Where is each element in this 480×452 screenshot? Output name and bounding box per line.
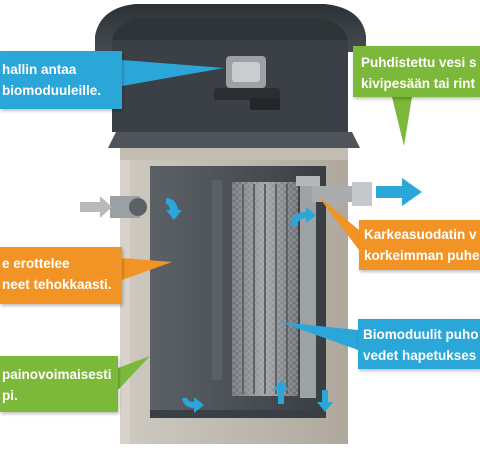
callout-line: pi. <box>2 388 18 403</box>
inlet-arrow-icon <box>80 196 112 218</box>
flow-arrow-icon <box>290 207 316 226</box>
flow-arrow-icon <box>182 397 204 413</box>
callout-line: Biomoduulit puho <box>363 327 479 342</box>
inlet-pipe <box>110 196 147 218</box>
flow-arrow-icon <box>317 390 333 412</box>
callout-gravity-flow: painovoimaisesti pi. <box>0 356 118 412</box>
callout-pointer <box>318 196 359 250</box>
air-unit <box>214 56 280 110</box>
callout-coarse-filter: Karkeasuodatin v korkeimman puhe <box>359 220 480 270</box>
callout-biomodules: Biomoduulit puho vedet hapetukses <box>358 319 480 369</box>
callout-pointer <box>280 322 358 350</box>
outlet-pipe <box>296 176 372 398</box>
callout-line: Karkeasuodatin v <box>364 227 477 242</box>
divider-wall <box>212 180 222 380</box>
flow-arrow-icon <box>166 198 182 220</box>
callout-line: korkeimman puhe <box>364 248 480 263</box>
callout-line: biomoduuleille. <box>2 83 102 98</box>
callout-line: kivipesään tai rint <box>361 76 476 91</box>
callout-line: Puhdistettu vesi s <box>361 55 477 70</box>
callout-air-supply: hallin antaa biomoduuleille. <box>0 51 122 109</box>
callout-treated-water: Puhdistettu vesi s kivipesään tai rint <box>353 46 480 97</box>
callout-line: hallin antaa <box>2 62 77 77</box>
flow-arrow-icon <box>273 380 289 404</box>
callout-pointer <box>392 97 412 146</box>
callout-pointer <box>118 356 150 390</box>
outlet-arrow-icon <box>376 178 422 206</box>
callout-pointer <box>122 258 172 280</box>
callout-separation: e erottelee neet tehokkaasti. <box>0 247 122 304</box>
biomodule-stack <box>232 182 298 396</box>
callout-line: vedet hapetukses <box>363 348 477 363</box>
callout-line: painovoimaisesti <box>2 367 112 382</box>
callout-pointer <box>122 60 224 86</box>
callout-line: e erottelee <box>2 256 70 271</box>
callout-line: neet tehokkaasti. <box>2 277 112 292</box>
